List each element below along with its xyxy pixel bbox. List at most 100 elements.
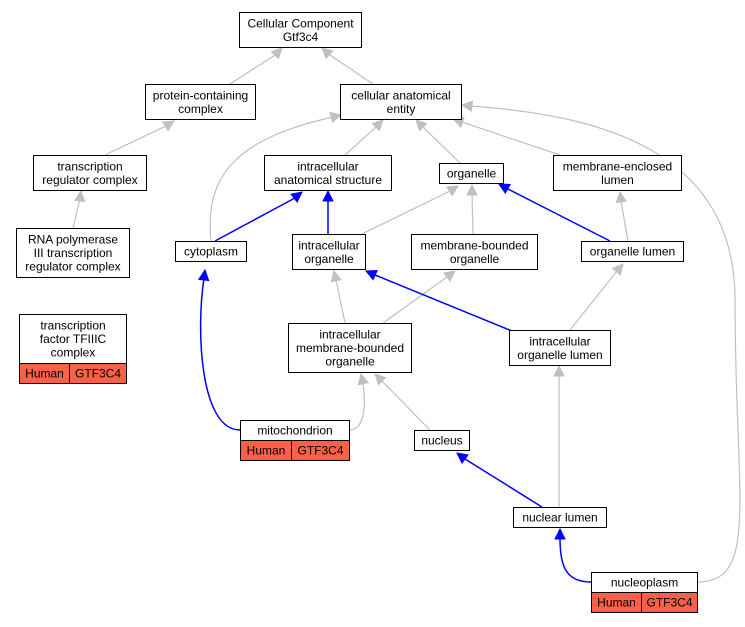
node-ol[interactable]: organelle lumen xyxy=(581,241,684,262)
edge-nuc-to-imbo xyxy=(374,373,431,431)
node-label-line: intracellular xyxy=(297,159,358,173)
node-box xyxy=(264,155,392,191)
node-label-line: lumen xyxy=(601,173,634,187)
edge-mito-to-cyt xyxy=(197,268,241,431)
node-label-line: transcription xyxy=(57,159,122,173)
node-box xyxy=(553,155,682,191)
node-box xyxy=(292,234,366,270)
node-box xyxy=(19,314,127,364)
gene-label: GTF3C4 xyxy=(646,596,692,610)
gene-label: GTF3C4 xyxy=(75,367,121,381)
node-box xyxy=(288,323,412,373)
node-label-line: organelle xyxy=(450,252,500,266)
node-label-line: intracellular xyxy=(529,334,590,348)
edge-org-to-cae xyxy=(415,119,461,164)
node-box xyxy=(239,12,362,48)
node-box xyxy=(175,241,247,262)
edge-io-to-ias xyxy=(322,189,334,234)
node-label-line: membrane-enclosed xyxy=(563,159,672,173)
edge-nl-to-nuc xyxy=(456,452,543,508)
edge-pcc-to-cc xyxy=(229,47,283,85)
edge-cyt-to-ias xyxy=(214,191,303,242)
node-box xyxy=(16,228,130,278)
edge-cyt-to-cae xyxy=(209,111,343,242)
node-org[interactable]: organelle xyxy=(439,163,504,184)
node-label-line: Cellular Component xyxy=(247,16,354,30)
edge-mbo-to-org xyxy=(466,183,478,235)
gene-cell xyxy=(291,440,350,461)
gene-cell xyxy=(641,592,698,613)
node-label-line: nuclear lumen xyxy=(522,511,597,525)
node-label-line: transcription xyxy=(40,319,105,333)
edge-mel-to-cae xyxy=(451,116,561,156)
node-label-line: cytoplasm xyxy=(184,245,238,259)
edge-ias-to-cae xyxy=(344,119,384,156)
edge-rnap-to-trc xyxy=(72,189,86,229)
node-label-line: entity xyxy=(387,102,416,116)
node-label-line: complex xyxy=(51,346,96,360)
node-cyt[interactable]: cytoplasm xyxy=(175,241,247,262)
node-label-line: organelle xyxy=(447,167,497,181)
node-box xyxy=(513,507,607,528)
node-label-line: nucleus xyxy=(421,434,462,448)
node-label-line: cellular anatomical xyxy=(351,88,450,102)
edge-ol-to-org xyxy=(498,183,611,242)
node-box xyxy=(340,84,462,120)
node-label-line: nucleoplasm xyxy=(611,576,678,590)
node-nl[interactable]: nuclear lumen xyxy=(513,507,607,528)
edge-np-to-nl xyxy=(554,527,592,583)
node-label-line: factor TFIIIC xyxy=(40,332,107,346)
edge-trc-to-pcc xyxy=(104,120,175,156)
node-box xyxy=(414,430,470,451)
edge-io-to-org xyxy=(361,185,459,235)
edge-iol-to-io xyxy=(364,269,513,332)
node-label-line: organelle xyxy=(325,355,375,369)
edge-imbo-to-io xyxy=(330,269,346,324)
gene-cell xyxy=(69,363,127,384)
node-box xyxy=(411,234,538,270)
node-label-line: organelle xyxy=(304,252,354,266)
edge-mito-to-imbo xyxy=(348,372,369,431)
node-label-line: protein-containing xyxy=(153,88,248,102)
node-label-line: III transcription xyxy=(34,246,113,260)
node-box xyxy=(439,163,504,184)
edges xyxy=(72,47,741,583)
species-label: Human xyxy=(25,367,64,381)
species-label: Human xyxy=(247,444,286,458)
edge-iol-to-ol xyxy=(569,263,624,331)
gene-label: GTF3C4 xyxy=(297,444,343,458)
node-label-line: membrane-bounded xyxy=(420,238,528,252)
node-label-line: organelle lumen xyxy=(590,245,675,259)
node-box xyxy=(145,84,256,120)
node-label-line: regulator complex xyxy=(25,260,120,274)
node-box xyxy=(509,330,611,366)
node-label-line: intracellular xyxy=(319,328,380,342)
edge-nl-to-iol xyxy=(553,364,565,507)
node-label-line: intracellular xyxy=(298,238,359,252)
node-label-line: RNA polymerase xyxy=(28,233,118,247)
node-label-line: regulator complex xyxy=(42,173,137,187)
node-label-line: mitochondrion xyxy=(257,424,332,438)
node-label-line: complex xyxy=(178,102,223,116)
species-label: Human xyxy=(597,596,636,610)
node-label-line: organelle lumen xyxy=(517,348,602,362)
edge-np-to-cae xyxy=(460,100,741,583)
node-label-line: anatomical structure xyxy=(274,173,382,187)
edge-imbo-to-mbo xyxy=(382,270,456,324)
node-nuc[interactable]: nucleus xyxy=(414,430,470,451)
edge-cae-to-cc xyxy=(321,47,374,85)
